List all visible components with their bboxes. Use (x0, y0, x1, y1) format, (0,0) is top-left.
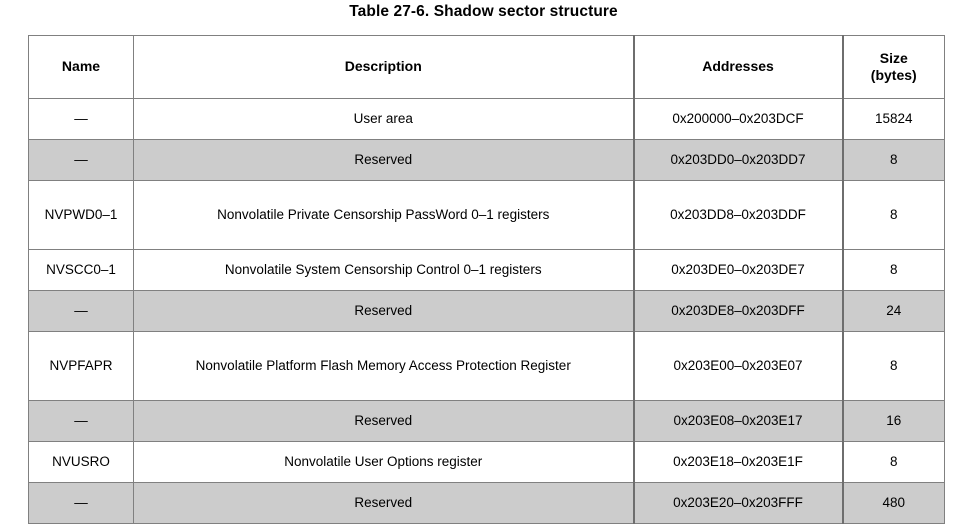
cell-name: — (28, 290, 134, 332)
cell-description: Nonvolatile User Options register (133, 441, 634, 483)
cell-addresses: 0x203DD8–0x203DDF (632, 180, 844, 250)
column-header-name: Name (28, 35, 134, 99)
cell-addresses: 0x203DE0–0x203DE7 (632, 249, 844, 291)
cell-name: — (28, 139, 134, 181)
cell-addresses: 0x203E08–0x203E17 (632, 400, 844, 442)
table-container: Name Description Addresses Size (bytes) … (28, 35, 945, 524)
cell-size: 24 (842, 290, 945, 332)
cell-size: 8 (842, 331, 945, 401)
cell-addresses: 0x200000–0x203DCF (632, 98, 844, 140)
cell-size: 8 (842, 180, 945, 250)
cell-name: NVPWD0–1 (28, 180, 134, 250)
cell-description: Reserved (133, 290, 634, 332)
cell-description: Reserved (133, 139, 634, 181)
cell-name: — (28, 400, 134, 442)
cell-name: NVPFAPR (28, 331, 134, 401)
cell-description: Reserved (133, 482, 634, 524)
shadow-sector-table: Name Description Addresses Size (bytes) … (28, 35, 945, 524)
cell-description: Nonvolatile Private Censorship PassWord … (133, 180, 634, 250)
cell-addresses: 0x203DE8–0x203DFF (632, 290, 844, 332)
cell-name: — (28, 98, 134, 140)
cell-size: 8 (842, 249, 945, 291)
column-header-size-line1: Size (879, 49, 908, 66)
cell-size: 16 (842, 400, 945, 442)
cell-size: 15824 (842, 98, 945, 140)
cell-size: 8 (842, 441, 945, 483)
table-header: Name Description Addresses Size (bytes) (28, 35, 945, 99)
table-caption: Table 27-6. Shadow sector structure (349, 3, 618, 20)
cell-addresses: 0x203E20–0x203FFF (632, 482, 844, 524)
cell-description: Nonvolatile System Censorship Control 0–… (133, 249, 634, 291)
cell-addresses: 0x203DD0–0x203DD7 (632, 139, 844, 181)
column-header-addresses: Addresses (632, 35, 844, 99)
cell-name: NVSCC0–1 (28, 249, 134, 291)
column-header-description: Description (133, 35, 634, 99)
cell-size: 480 (842, 482, 945, 524)
cell-description: Nonvolatile Platform Flash Memory Access… (133, 331, 634, 401)
column-header-size: Size (bytes) (842, 35, 945, 99)
cell-description: Reserved (133, 400, 634, 442)
document-page: Table 27-6. Shadow sector structure Name… (28, 3, 945, 524)
cell-name: — (28, 482, 134, 524)
table-header-row: Name Description Addresses Size (bytes) (28, 35, 945, 99)
cell-description: User area (133, 98, 634, 140)
cell-addresses: 0x203E18–0x203E1F (632, 441, 844, 483)
cell-addresses: 0x203E00–0x203E07 (632, 331, 844, 401)
column-header-size-line2: (bytes) (870, 67, 917, 83)
cell-name: NVUSRO (28, 441, 134, 483)
cell-size: 8 (842, 139, 945, 181)
